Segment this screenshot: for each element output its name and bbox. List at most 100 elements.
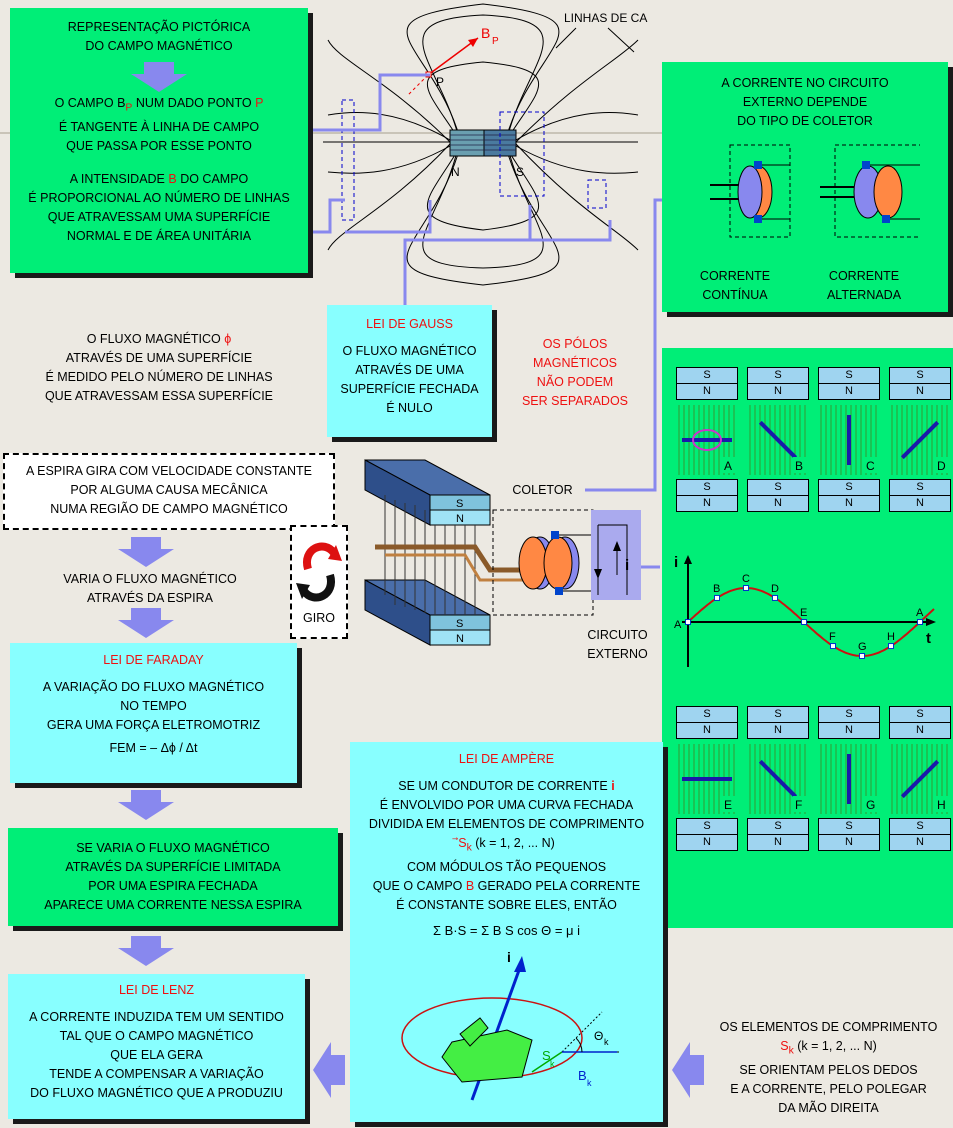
right-hand-rule-figure: i S k B k Θ k <box>400 949 622 1101</box>
svg-text:A: A <box>724 459 732 473</box>
wave-label-G: G <box>858 641 867 653</box>
field-and-loop: C <box>820 405 878 475</box>
wave-label-A: A <box>916 607 924 619</box>
down-arrow-icon <box>131 62 187 92</box>
wave-point-D <box>772 594 778 601</box>
ampere-law-box: LEI DE AMPÈRE SE UM CONDUTOR DE CORRENTE… <box>350 742 663 1122</box>
collector-box: A CORRENTE NO CIRCUITO EXTERNO DEPENDE D… <box>662 62 948 312</box>
left-arrow-icon <box>313 1042 345 1098</box>
wave-point-F <box>830 643 836 650</box>
svg-text:LINHAS DE CAMPO: LINHAS DE CAMPO <box>564 11 648 25</box>
wave-point-B <box>714 594 720 601</box>
svg-text:H: H <box>937 798 946 812</box>
field-and-loop: D <box>891 405 949 475</box>
gauss-law-box: LEI DE GAUSS O FLUXO MAGNÉTICO ATRAVÉS D… <box>327 305 492 437</box>
svg-text:F: F <box>795 798 802 812</box>
wave-label-B: B <box>713 583 720 595</box>
rotation-indicator: GIRO <box>290 525 348 639</box>
svg-text:S: S <box>456 498 463 510</box>
faraday-law-box: LEI DE FARADAY A VARIAÇÃO DO FLUXO MAGNÉ… <box>10 643 297 783</box>
svg-text:B: B <box>481 25 490 41</box>
svg-text:P: P <box>436 75 444 89</box>
lenz-law-box: LEI DE LENZ A CORRENTE INDUZIDA TEM UM S… <box>8 974 305 1119</box>
wave-label-F: F <box>829 631 836 643</box>
wave-point-A <box>685 619 691 625</box>
generator-diagram: S N S N i <box>364 459 641 646</box>
svg-text:i: i <box>674 555 678 571</box>
svg-text:i: i <box>507 949 511 965</box>
wave-label-D: D <box>771 583 779 595</box>
flux-description: O FLUXO MAGNÉTICO ϕ ATRAVÉS DE UMA SUPER… <box>44 332 274 403</box>
svg-text:i: i <box>625 557 629 574</box>
field-and-loop: E <box>678 744 736 814</box>
bar-magnet-field-diagram: B P P N S LINHAS DE CAMPO <box>323 3 648 286</box>
left-arrow-icon <box>672 1042 704 1098</box>
svg-text:G: G <box>866 798 875 812</box>
field-and-loop: B <box>749 405 807 475</box>
svg-text:E: E <box>724 798 732 812</box>
down-arrow-icon <box>118 790 174 820</box>
svg-text:P: P <box>492 36 499 47</box>
svg-text:k: k <box>604 1037 609 1047</box>
svg-text:N: N <box>456 633 464 645</box>
field-and-loop: H <box>891 744 949 814</box>
down-arrow-icon <box>118 608 174 638</box>
svg-text:N: N <box>456 513 464 525</box>
right-hand-rule-text: OS ELEMENTOS DE COMPRIMENTO Sk (k = 1, 2… <box>719 1020 938 1115</box>
wave-label-H: H <box>887 631 895 643</box>
wave-point-H <box>888 643 894 650</box>
svg-text:S: S <box>516 165 524 179</box>
wave-label-A: A <box>674 619 682 631</box>
wave-point-G <box>859 653 865 659</box>
field-and-loop: A <box>678 405 736 475</box>
wave-point-C <box>743 585 749 591</box>
svg-text:D: D <box>937 459 946 473</box>
svg-text:N: N <box>451 165 460 179</box>
svg-text:C: C <box>866 459 875 473</box>
field-picture-box: REPRESENTAÇÃO PICTÓRICA DO CAMPO MAGNÉTI… <box>10 8 308 273</box>
collectors-icon <box>710 144 920 238</box>
wave-point-A <box>917 619 923 625</box>
svg-text:k: k <box>550 1059 555 1069</box>
svg-text:k: k <box>587 1078 592 1088</box>
down-arrow-icon <box>118 537 174 567</box>
svg-text:t: t <box>926 630 931 647</box>
wave-point-E <box>801 619 807 625</box>
collector-label: COLETOR <box>512 483 573 497</box>
svg-text:S: S <box>456 618 463 630</box>
wave-label-E: E <box>800 607 807 619</box>
svg-text:B: B <box>795 459 803 473</box>
rotation-arrows-icon <box>296 542 342 602</box>
down-arrow-icon <box>118 936 174 966</box>
field-and-loop: F <box>749 744 807 814</box>
